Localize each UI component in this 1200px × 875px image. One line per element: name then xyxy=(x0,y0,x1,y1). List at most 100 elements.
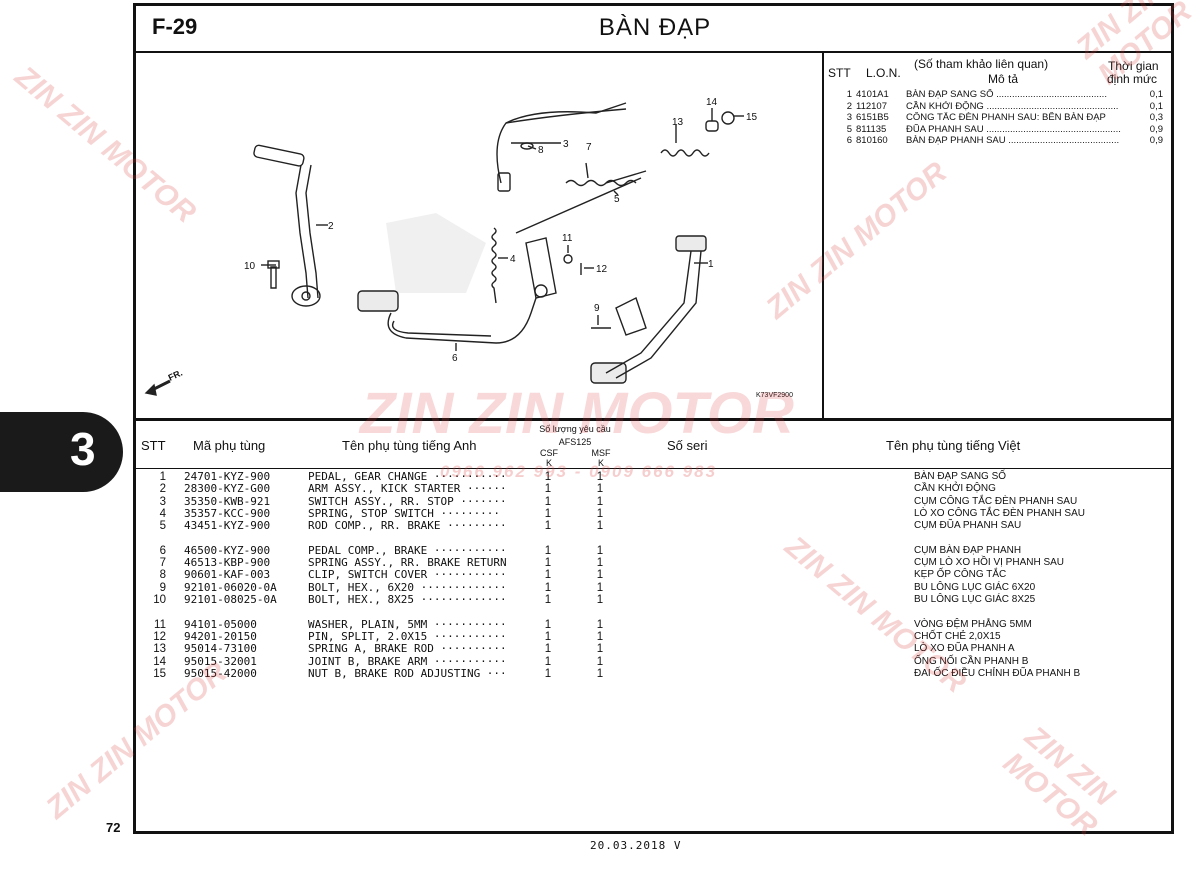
cell-qty-csf: 1 xyxy=(544,483,552,496)
cell-name-en: WASHER, PLAIN, 5MM ··········· xyxy=(308,617,507,631)
cell-name-en: NUT B, BRAKE ROD ADJUSTING ··· xyxy=(308,666,507,680)
cell-name-vi: ĐAI ỐC ĐIỀU CHỈNH ĐŨA PHANH B xyxy=(914,667,1081,679)
cell-stt: 14 xyxy=(153,655,166,668)
cell-qty-msf: 1 xyxy=(596,507,604,520)
diagram-code: K73VF2900 xyxy=(756,392,793,399)
cell-part-no: 35350-KWB-921 xyxy=(184,494,271,508)
cell-qty-msf: 1 xyxy=(596,618,604,631)
exploded-parts-diagram: 1 2 3 4 5 6 7 8 9 10 11 12 13 14 15 FR. … xyxy=(144,97,793,399)
ref-lon: 6151B5 xyxy=(856,112,889,124)
divider xyxy=(136,468,1171,469)
cell-name-vi: CỤM LÒ XO HỒI VỊ PHANH SAU xyxy=(914,557,1065,569)
cell-name-en: PIN, SPLIT, 2.0X15 ··········· xyxy=(308,629,507,643)
section-tab: 3 xyxy=(0,412,123,492)
cell-qty-msf: 1 xyxy=(596,520,604,533)
cell-name-en: BOLT, HEX., 8X25 ············· xyxy=(308,593,507,606)
cell-part-no: 24701-KYZ-900 xyxy=(184,470,271,483)
cell-qty-msf: 1 xyxy=(596,557,604,570)
cell-part-no: 46513-KBP-900 xyxy=(184,556,271,570)
cell-qty-csf: 1 xyxy=(544,581,552,594)
parts-header-qty: Số lượng yêu cầu xyxy=(539,424,611,434)
ref-lon: 810160 xyxy=(856,135,888,147)
cell-name-en: SPRING A, BRAKE ROD ·········· xyxy=(308,642,507,656)
parts-header-msf: MSF xyxy=(591,448,611,458)
ref-desc: ĐŨA PHANH SAU ..........................… xyxy=(906,123,1121,135)
footer-date: 20.03.2018 V xyxy=(590,839,682,852)
cell-stt: 9 xyxy=(159,581,166,594)
cell-part-no: 92101-06020-0A xyxy=(184,580,277,594)
ref-table: 1 4101A1 BÀN ĐẠP SANG SỐ .................… xyxy=(826,89,1171,147)
cell-name-en: SWITCH ASSY., RR. STOP ······· xyxy=(308,494,507,508)
ref-stt: 6 xyxy=(846,135,852,147)
ref-desc: BÀN ĐẠP PHANH SAU ......................… xyxy=(906,135,1120,147)
cell-qty-csf: 1 xyxy=(544,655,552,668)
ref-header-desc: Mô tả xyxy=(988,72,1019,86)
table-row: 1 24701-KYZ-900 PEDAL, GEAR CHANGE ·······… xyxy=(136,470,1171,483)
cell-name-vi: CHỐT CHẺ 2,0X15 xyxy=(914,630,1001,642)
cell-stt: 4 xyxy=(159,507,166,520)
cell-qty-csf: 1 xyxy=(544,643,552,656)
cell-stt: 12 xyxy=(153,630,166,643)
parts-header-name-en: Tên phụ tùng tiếng Anh xyxy=(342,438,477,453)
ref-row: 1 4101A1 BÀN ĐẠP SANG SỐ .................… xyxy=(826,89,1171,101)
cell-qty-msf: 1 xyxy=(596,643,604,656)
ref-stt: 2 xyxy=(846,100,852,112)
page-number: 72 xyxy=(106,820,121,835)
cell-part-no: 94201-20150 xyxy=(184,629,257,643)
ref-header-lon: L.O.N. xyxy=(866,66,901,80)
cell-name-vi: BU LÔNG LỤC GIÁC 6X20 xyxy=(914,581,1036,593)
callout-4: 4 xyxy=(510,254,516,265)
ref-lon: 4101A1 xyxy=(856,89,889,100)
cell-name-vi: CỤM CÔNG TẮC ĐÈN PHANH SAU xyxy=(914,495,1078,507)
cell-part-no: 35357-KCC-900 xyxy=(184,506,271,520)
cell-qty-csf: 1 xyxy=(544,520,552,533)
cell-stt: 8 xyxy=(159,569,166,582)
ref-stt: 1 xyxy=(846,89,852,100)
callout-15: 15 xyxy=(746,112,758,123)
divider xyxy=(136,51,1171,53)
cell-qty-csf: 1 xyxy=(544,618,552,631)
cell-stt: 11 xyxy=(154,618,166,631)
cell-qty-csf: 1 xyxy=(544,495,552,508)
callout-7: 7 xyxy=(586,142,592,153)
cell-stt: 1 xyxy=(159,471,166,483)
ref-stt: 5 xyxy=(846,123,852,135)
callout-10: 10 xyxy=(244,261,256,272)
cell-qty-msf: 1 xyxy=(596,655,604,668)
cell-part-no: 90601-KAF-003 xyxy=(184,568,271,582)
cell-stt: 7 xyxy=(159,557,166,570)
parts-header-part-no: Mã phụ tùng xyxy=(193,438,266,453)
ref-desc: CÔNG TẮC ĐÈN PHANH SAU: BÊN BÀN ĐẠP xyxy=(906,112,1106,124)
callout-8: 8 xyxy=(538,145,544,156)
cell-name-vi: KẸP ỐP CÔNG TẮC xyxy=(914,569,1007,581)
callout-3: 3 xyxy=(563,139,569,150)
ref-time: 0,3 xyxy=(1149,112,1163,124)
fr-label: FR. xyxy=(167,368,184,383)
cell-qty-msf: 1 xyxy=(596,483,604,496)
callout-14: 14 xyxy=(706,97,718,108)
cell-stt: 13 xyxy=(153,643,166,656)
cell-name-en: PEDAL, GEAR CHANGE ··········· xyxy=(308,470,507,483)
cell-qty-msf: 1 xyxy=(596,581,604,594)
ref-row: 6 810160 BÀN ĐẠP PHANH SAU ...............… xyxy=(826,135,1171,147)
cell-qty-msf: 1 xyxy=(596,544,604,557)
ref-lon: 112107 xyxy=(856,100,887,112)
page-frame xyxy=(133,3,1174,834)
divider xyxy=(822,53,824,419)
cell-name-en: PEDAL COMP., BRAKE ··········· xyxy=(308,543,507,557)
callout-6: 6 xyxy=(452,353,458,364)
ref-desc: BÀN ĐẠP SANG SỐ ........................… xyxy=(906,89,1107,100)
ref-lon: 811135 xyxy=(856,123,887,135)
section-number: 3 xyxy=(70,423,96,475)
ref-header-time-2: định mức xyxy=(1107,72,1158,86)
cell-name-vi: LÒ XO ĐŨA PHANH A xyxy=(914,643,1015,655)
